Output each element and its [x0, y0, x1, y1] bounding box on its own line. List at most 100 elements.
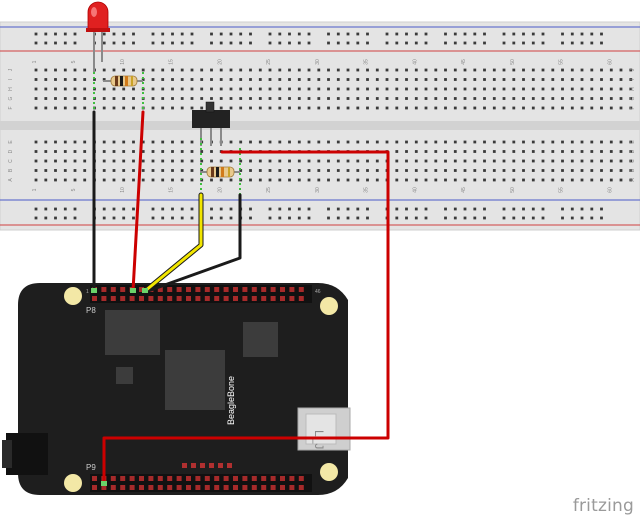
breadboard-hole: [327, 169, 330, 172]
breadboard-hole: [288, 41, 291, 45]
column-number: 5: [71, 188, 77, 191]
breadboard-hole: [522, 68, 525, 72]
breadboard-hole: [151, 216, 155, 220]
breadboard-hole: [414, 97, 418, 100]
breadboard-hole: [161, 140, 165, 144]
breadboard-hole: [73, 207, 77, 211]
chip: [165, 350, 225, 410]
header-pin: [176, 476, 182, 481]
breadboard-hole: [219, 178, 223, 182]
breadboard-hole: [83, 140, 87, 144]
breadboard-hole: [112, 207, 116, 211]
breadboard-hole: [619, 159, 623, 163]
breadboard-hole: [317, 78, 321, 81]
breadboard-holes: [34, 32, 633, 220]
breadboard-hole: [161, 68, 165, 72]
wire-ends: [91, 288, 148, 486]
header-pin: [195, 287, 201, 292]
breadboard-hole: [424, 41, 428, 45]
breadboard-hole: [132, 97, 135, 100]
breadboard-hole: [590, 178, 594, 182]
breadboard-hole: [190, 216, 194, 220]
breadboard-hole: [102, 178, 106, 182]
breadboard-hole: [580, 140, 584, 144]
breadboard-hole: [141, 150, 145, 153]
breadboard-hole: [453, 207, 457, 211]
breadboard-hole: [414, 87, 418, 91]
breadboard-hole: [249, 140, 252, 144]
header-pin: [204, 296, 210, 301]
breadboard-hole: [561, 216, 564, 220]
mounting-hole: [64, 474, 82, 492]
header-pin: [298, 287, 304, 292]
breadboard-hole: [580, 68, 584, 72]
header-pin: [289, 485, 295, 490]
breadboard-hole: [219, 216, 223, 220]
breadboard-hole: [366, 207, 369, 211]
breadboard-hole: [327, 178, 330, 182]
yellow-wire-switch-core: [143, 193, 203, 293]
breadboard-hole: [34, 87, 38, 91]
breadboard-hole: [502, 41, 506, 45]
breadboard-hole: [297, 169, 301, 172]
breadboard-hole: [483, 87, 486, 91]
breadboard-hole: [288, 207, 291, 211]
breadboard-hole: [83, 178, 87, 182]
header-pin: [289, 476, 295, 481]
breadboard-hole: [541, 216, 545, 220]
breadboard-hole: [492, 78, 496, 81]
breadboard-hole: [473, 159, 477, 163]
breadboard-hole: [512, 41, 516, 45]
breadboard-hole: [366, 159, 369, 163]
breadboard-hole: [414, 169, 418, 172]
breadboard-hole: [444, 32, 447, 36]
breadboard-hole: [239, 106, 243, 110]
breadboard-hole: [229, 216, 233, 220]
breadboard-hole: [531, 178, 535, 182]
breadboard-hole: [541, 159, 545, 163]
breadboard-hole: [278, 97, 282, 100]
breadboard-hole: [551, 178, 555, 182]
breadboard-hole: [278, 140, 282, 144]
breadboard-hole: [375, 78, 379, 81]
breadboard-hole: [219, 97, 223, 100]
header-pin: [251, 287, 257, 292]
breadboard-hole: [522, 216, 525, 220]
breadboard-hole: [483, 106, 486, 110]
breadboard-hole: [73, 32, 77, 36]
breadboard-hole: [561, 87, 564, 91]
breadboard-hole: [492, 106, 496, 110]
header-pin: [195, 296, 201, 301]
breadboard-hole: [288, 140, 291, 144]
breadboard-hole: [531, 169, 535, 172]
breadboard-hole: [619, 169, 623, 172]
breadboard-hole: [531, 97, 535, 100]
header-pin: [280, 296, 285, 301]
breadboard-hole: [463, 159, 467, 163]
breadboard-hole: [600, 106, 603, 110]
breadboard-hole: [375, 159, 379, 163]
breadboard-hole: [288, 78, 291, 81]
breadboard-hole: [112, 140, 116, 144]
header-pin: [242, 296, 248, 301]
breadboard-hole: [512, 150, 516, 153]
breadboard-hole: [161, 169, 165, 172]
header-p9-label: P9: [86, 463, 96, 472]
breadboard-hole: [132, 178, 135, 182]
breadboard-hole: [34, 207, 38, 211]
row-letter: A: [630, 178, 636, 182]
breadboard-hole: [297, 207, 301, 211]
breadboard-hole: [307, 140, 311, 144]
breadboard-hole: [151, 178, 155, 182]
breadboard-hole: [405, 216, 408, 220]
breadboard-hole: [385, 87, 389, 91]
breadboard-hole: [180, 140, 184, 144]
breadboard-hole: [171, 41, 174, 45]
header-pin: [176, 485, 182, 490]
breadboard-hole: [44, 32, 48, 36]
breadboard-hole: [356, 68, 360, 72]
header-pin: [233, 476, 238, 481]
breadboard-hole: [210, 178, 213, 182]
breadboard-hole: [102, 41, 106, 45]
